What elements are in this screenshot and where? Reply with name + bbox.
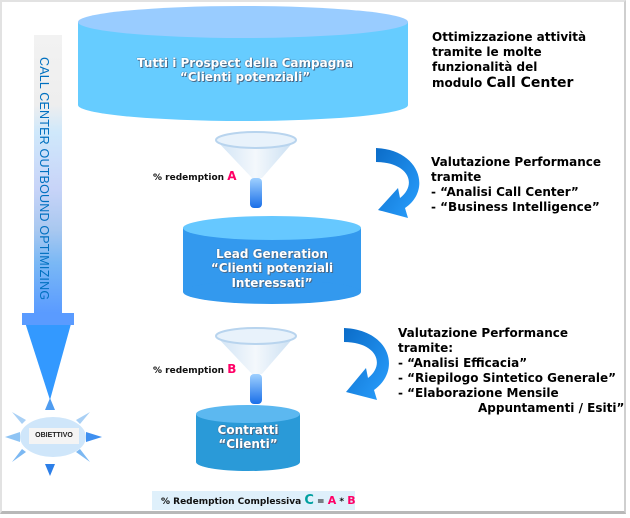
curved-arrow-2-icon [344, 328, 389, 400]
redemption-a-label: % redemption A [153, 169, 237, 183]
funnel-b-icon [215, 327, 297, 404]
stage-contracts-label: Contratti “Clienti” [217, 423, 279, 452]
note-evaluation-1: Valutazione Performance tramite - “Anali… [431, 155, 602, 214]
side-down-arrow [22, 35, 74, 400]
redemption-b-label: % redemption B [153, 362, 237, 376]
redemption-formula: % Redemption Complessiva C = A * B [152, 491, 356, 510]
stage-contracts-cylinder [196, 405, 300, 471]
formula-a: A [327, 494, 337, 507]
redemption-b-letter: B [227, 362, 237, 376]
note-optimization: Ottimizzazione attività tramite le molte… [432, 30, 587, 91]
stage-lead-generation-cylinder [183, 216, 361, 304]
stage-prospects-cylinder [78, 6, 408, 121]
formula-c: C [304, 493, 314, 508]
funnel-a-icon [215, 131, 297, 208]
call-center-emphasis: Call Center [486, 75, 574, 91]
stage-lead-generation-label: Lead Generation “Clienti potenziali Inte… [210, 247, 334, 290]
redemption-a-letter: A [227, 169, 237, 183]
note-evaluation-2: Valutazione Performance tramite: - “Anal… [398, 326, 625, 415]
objective-starburst [5, 398, 102, 476]
stage-prospects-label: Tutti i Prospect della Campagna “Clienti… [137, 56, 353, 85]
curved-arrow-1-icon [376, 148, 420, 218]
formula-b: B [347, 494, 356, 507]
side-label: CALL CENTER OUTBOUND OPTIMIZING [37, 57, 51, 301]
objective-label: OBIETTIVO [29, 428, 79, 444]
